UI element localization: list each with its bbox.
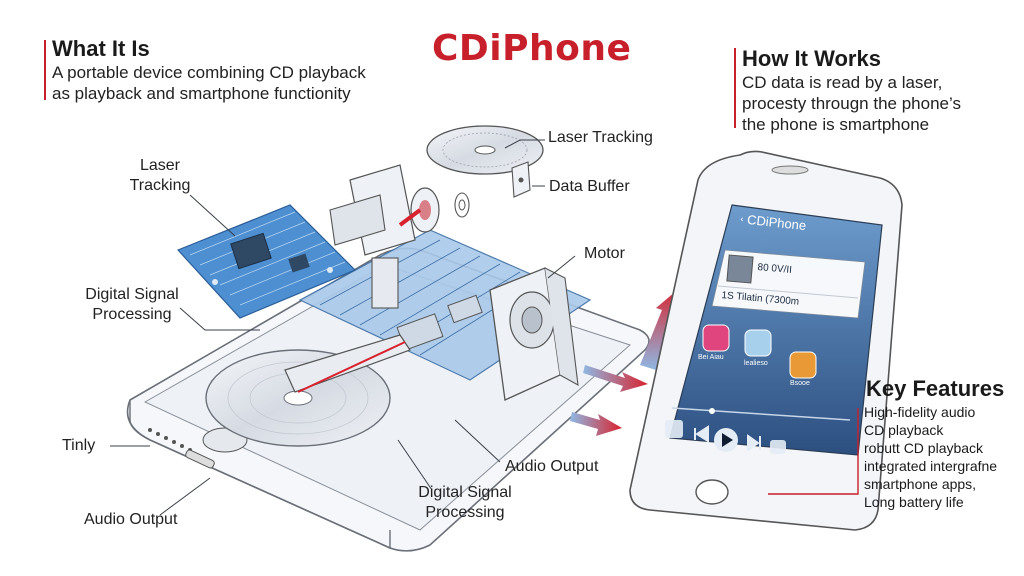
earpiece [771, 165, 809, 175]
flow-arrow-right-upper [583, 365, 648, 392]
feature-item: smartphone apps, [864, 476, 977, 492]
how-it-works-line-3: the phone is smartphone [742, 115, 930, 134]
how-it-works-accent-bar [734, 48, 736, 128]
page-title: CDiPhone [432, 28, 632, 69]
progress-track [671, 407, 851, 421]
how-it-works-line-1: CD data is read by a laser, [742, 73, 943, 92]
how-it-works-heading: How It Works [742, 46, 881, 71]
what-it-is-line-2: as playback and smartphone functionity [52, 84, 351, 103]
svg-text:‹: ‹ [740, 215, 744, 225]
what-it-is-heading: What It Is [52, 36, 150, 61]
key-features-list: High-fidelity audio CD playback robutt C… [864, 403, 997, 511]
feature-item: integrated intergrafne [864, 458, 998, 474]
progress-thumb [709, 408, 715, 414]
laser-arm [284, 334, 411, 393]
label-dsp-bottom: Digital Signal Processing [418, 484, 512, 521]
left-circuit-board [176, 204, 357, 319]
playback-controls [665, 420, 786, 454]
label-data-buffer: Data Buffer [549, 178, 630, 195]
what-it-is-accent-bar [44, 40, 46, 100]
callout-lines [110, 139, 576, 516]
flow-arrow-right-lower [570, 412, 622, 436]
feature-item: robutt CD playback [864, 440, 984, 456]
album-art [726, 254, 754, 284]
feature-item: CD playback [864, 422, 944, 438]
charging-port [185, 449, 215, 469]
smartphone: ‹ [629, 150, 903, 531]
laser-tracking-assembly [329, 164, 470, 309]
motor [489, 267, 579, 401]
app-icon-1 [702, 324, 730, 352]
label-laser-tracking-top: Laser Tracking [548, 129, 653, 146]
feature-item: Long battery life [864, 494, 964, 510]
how-it-works-line-2: procesty througn the phone’s [742, 94, 961, 113]
spindle-disc [426, 125, 544, 175]
label-tinly: Tinly [62, 437, 96, 454]
label-audio-output-left: Audio Output [84, 511, 178, 528]
phone-app-label-2: lealieso [744, 360, 768, 367]
label-laser-tracking-left: Laser Tracking [129, 157, 191, 194]
feature-item: High-fidelity audio [864, 404, 976, 420]
label-audio-output-right: Audio Output [505, 458, 599, 475]
label-dsp-left: Digital Signal Processing [85, 286, 179, 323]
app-icon-2 [744, 329, 772, 357]
label-motor: Motor [584, 245, 625, 262]
speaker-grille [148, 428, 192, 452]
phone-home-button [695, 479, 729, 505]
processor-chip [230, 232, 272, 270]
phone-app-label-3: Bsooe [790, 380, 810, 387]
data-buffer-part [511, 161, 531, 198]
key-features-heading: Key Features [866, 376, 1005, 401]
features-bracket [768, 408, 859, 495]
app-icon-3 [789, 351, 817, 379]
what-it-is-line-1: A portable device combining CD playback [52, 63, 366, 82]
phone-app-label-1: Bei Aiau [698, 354, 724, 361]
